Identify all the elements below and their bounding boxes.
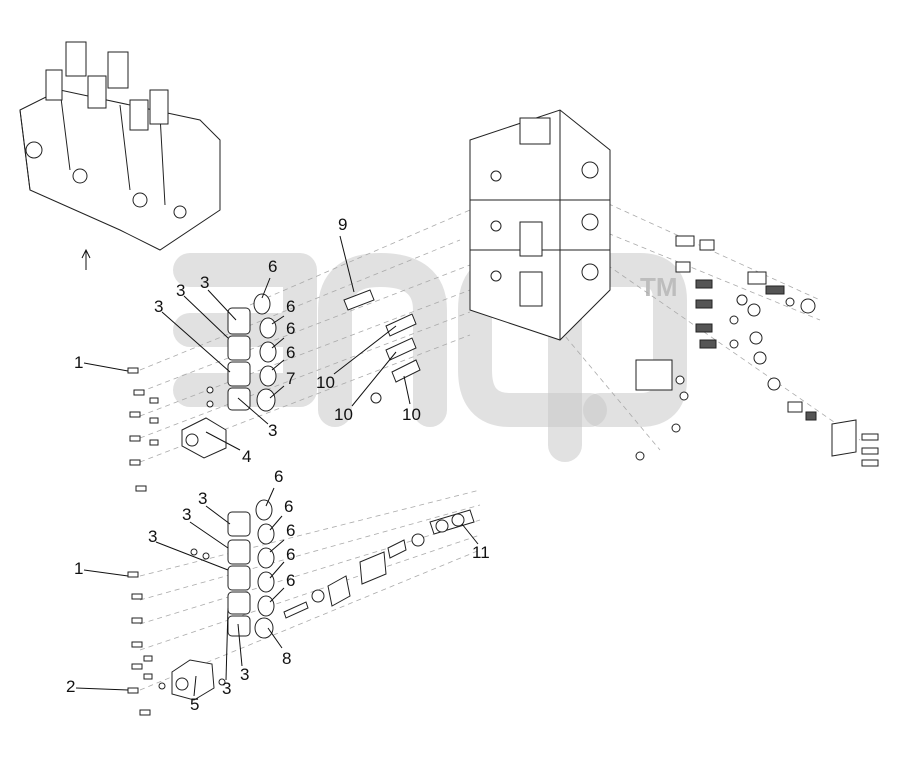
callout-number-c6c: 6 (286, 319, 295, 338)
callout-leader-c2 (75, 687, 129, 691)
callout-leader-c3d (237, 397, 269, 425)
callout-leader-c1a (83, 362, 129, 372)
callout-leader-c8 (267, 627, 283, 649)
callout-number-c2: 2 (66, 677, 75, 696)
callout-number-c3e: 3 (198, 489, 207, 508)
callout-leader-c6g (269, 539, 285, 553)
callout-leader-c4 (205, 431, 241, 451)
callout-number-c6h: 6 (286, 545, 295, 564)
callout-number-c8: 8 (282, 649, 291, 668)
callout-number-c3h: 3 (222, 679, 231, 698)
lower-cover-stack (158, 499, 275, 701)
callout-number-c3c: 3 (154, 297, 163, 316)
callout-number-c3i: 3 (240, 665, 249, 684)
callout-leader-c3c (161, 311, 231, 373)
callout-number-c4: 4 (242, 447, 251, 466)
callout-leader-c6a (261, 277, 271, 299)
spool-and-springs (283, 509, 475, 619)
callout-leader-c1b (83, 569, 129, 577)
callout-number-c3b: 3 (200, 273, 209, 292)
callout-number-c6f: 6 (284, 497, 293, 516)
callout-leader-c6d (271, 359, 285, 371)
main-valve-block (469, 109, 611, 341)
callout-number-c6i: 6 (286, 571, 295, 590)
callout-number-c1a: 1 (74, 353, 83, 372)
callout-number-c3a: 3 (176, 281, 185, 300)
callout-number-c1b: 1 (74, 559, 83, 578)
overview-valve-assembly (19, 41, 221, 270)
callout-leader-c6h (269, 561, 285, 579)
callout-leader-c3g (155, 541, 229, 571)
callout-number-c6a: 6 (268, 257, 277, 276)
upper-bolts (127, 367, 159, 492)
callout-number-c10a: 10 (316, 373, 335, 392)
callout-leader-c5 (193, 675, 197, 697)
callout-leader-c6e (265, 487, 275, 507)
callout-leader-c6b (271, 315, 285, 325)
callout-number-c6d: 6 (286, 343, 295, 362)
callout-leader-c10a (333, 325, 397, 375)
callout-leader-c10b (351, 351, 397, 407)
assembly-lines (139, 199, 861, 691)
callout-number-c6g: 6 (286, 521, 295, 540)
callout-number-c3d: 3 (268, 421, 277, 440)
callout-leader-c6f (269, 515, 283, 531)
callout-leader-c11 (461, 523, 479, 545)
callout-leader-c3i (237, 623, 243, 667)
relief-valve-parts (343, 289, 421, 404)
upper-cover-stack (181, 293, 277, 459)
watermark-tm: TM (640, 272, 678, 302)
callout-leader-c3f (189, 521, 229, 549)
callout-number-c11: 11 (472, 543, 490, 562)
callout-number-c3f: 3 (182, 505, 191, 524)
callout-leader-c7 (269, 385, 285, 399)
right-side-parts (635, 235, 879, 467)
callout-leader-c10c (403, 375, 411, 405)
callout-leader-c3e (205, 505, 231, 525)
callout-leader-c3h (225, 607, 229, 681)
callout-number-c10c: 10 (402, 405, 421, 424)
callout-leader-c3a (183, 295, 229, 339)
callout-leader-c9 (339, 235, 355, 293)
callout-number-c7: 7 (286, 369, 295, 388)
callout-number-c5: 5 (190, 695, 199, 714)
callout-number-c6b: 6 (286, 297, 295, 316)
callout-leader-c6i (269, 587, 285, 603)
callout-leader-c6c (271, 337, 285, 349)
lower-bolts (127, 571, 153, 716)
callout-number-c6e: 6 (274, 467, 283, 486)
callout-leader-c3b (207, 289, 237, 321)
callout-number-c10b: 10 (334, 405, 353, 424)
callout-number-c3g: 3 (148, 527, 157, 546)
callout-number-c9: 9 (338, 215, 347, 234)
